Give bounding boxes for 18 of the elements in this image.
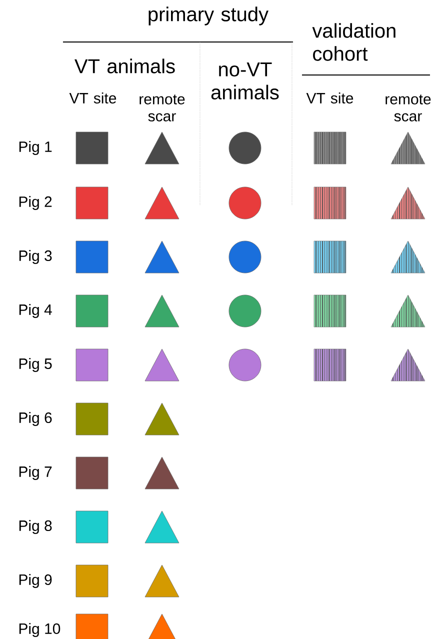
row-label: Pig 8 — [19, 520, 52, 534]
column-heading: VT animals — [74, 58, 175, 74]
row-label: Pig 4 — [19, 304, 52, 318]
row-label: Pig 3 — [19, 250, 52, 264]
column-heading: remote scar — [140, 94, 185, 122]
column-heading: no-VT animals — [211, 62, 279, 100]
row-label: Pig 2 — [19, 196, 52, 210]
group-heading: validation cohort — [312, 23, 396, 61]
row-label: Pig 10 — [19, 623, 60, 637]
row-label: Pig 5 — [19, 358, 52, 372]
row-label: Pig 1 — [19, 141, 52, 155]
row-label: Pig 6 — [19, 412, 52, 426]
column-heading: VT site — [306, 92, 354, 104]
column-heading: VT site — [69, 92, 116, 104]
row-label: Pig 9 — [19, 574, 52, 588]
group-heading: primary study — [148, 6, 268, 26]
row-label: Pig 7 — [19, 466, 52, 480]
column-heading: remote scar — [386, 94, 431, 122]
